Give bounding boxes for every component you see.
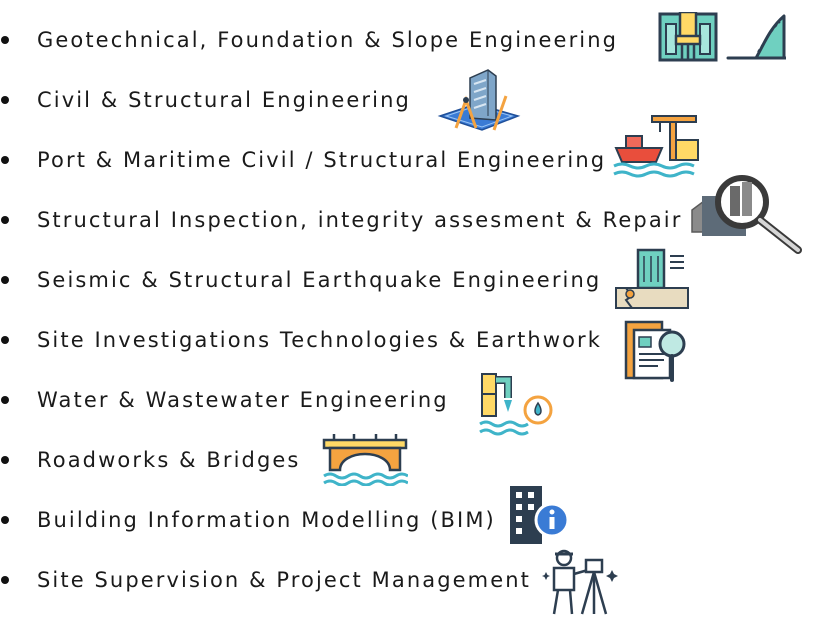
bullet-icon <box>1 576 9 584</box>
list-item: Site Investigations Technologies & Earth… <box>0 310 816 382</box>
water-pipe-icon <box>478 370 558 436</box>
bullet-icon <box>1 156 9 164</box>
service-label: Water & Wastewater Engineering <box>37 388 449 412</box>
service-label: Site Supervision & Project Management <box>37 568 531 592</box>
service-label: Roadworks & Bridges <box>37 448 301 472</box>
bullet-icon <box>1 336 9 344</box>
service-label: Seismic & Structural Earthquake Engineer… <box>37 268 602 292</box>
bullet-icon <box>1 456 9 464</box>
list-item: Structural Inspection, integrity assesme… <box>0 175 816 254</box>
service-label: Geotechnical, Foundation & Slope Enginee… <box>37 28 619 52</box>
list-item: Water & Wastewater Engineering <box>0 370 816 436</box>
list-item: Geotechnical, Foundation & Slope Enginee… <box>0 10 816 70</box>
list-item: Port & Maritime Civil / Structural Engin… <box>0 115 816 190</box>
bullet-icon <box>1 396 9 404</box>
bullet-icon <box>1 276 9 284</box>
service-label: Civil & Structural Engineering <box>37 88 411 112</box>
bridge-icon <box>322 432 408 486</box>
bullet-icon <box>1 516 9 524</box>
list-item: Civil & Structural Engineering <box>0 69 816 131</box>
bullet-icon <box>1 96 9 104</box>
list-item: Roadworks & Bridges <box>0 430 816 490</box>
list-item: Building Information Modelling (BIM) <box>0 486 816 550</box>
service-label: Building Information Modelling (BIM) <box>37 508 496 532</box>
bullet-icon <box>1 216 9 224</box>
document-magnifier-icon <box>624 320 690 384</box>
surveyor-icon <box>542 544 620 616</box>
earthquake-building-icon <box>614 248 690 310</box>
service-label: Site Investigations Technologies & Earth… <box>37 328 603 352</box>
list-item: Seismic & Structural Earthquake Engineer… <box>0 248 816 310</box>
port-ship-crane-icon <box>612 108 702 180</box>
foundation-pile-icon <box>658 12 718 62</box>
building-info-icon <box>506 482 570 548</box>
slope-icon <box>726 14 788 60</box>
service-label: Port & Maritime Civil / Structural Engin… <box>37 148 607 172</box>
building-magnifier-icon <box>690 172 804 254</box>
bullet-icon <box>1 36 9 44</box>
service-label: Structural Inspection, integrity assesme… <box>37 208 683 232</box>
list-item: Site Supervision & Project Management <box>0 549 816 615</box>
building-blueprint-icon <box>436 66 522 134</box>
